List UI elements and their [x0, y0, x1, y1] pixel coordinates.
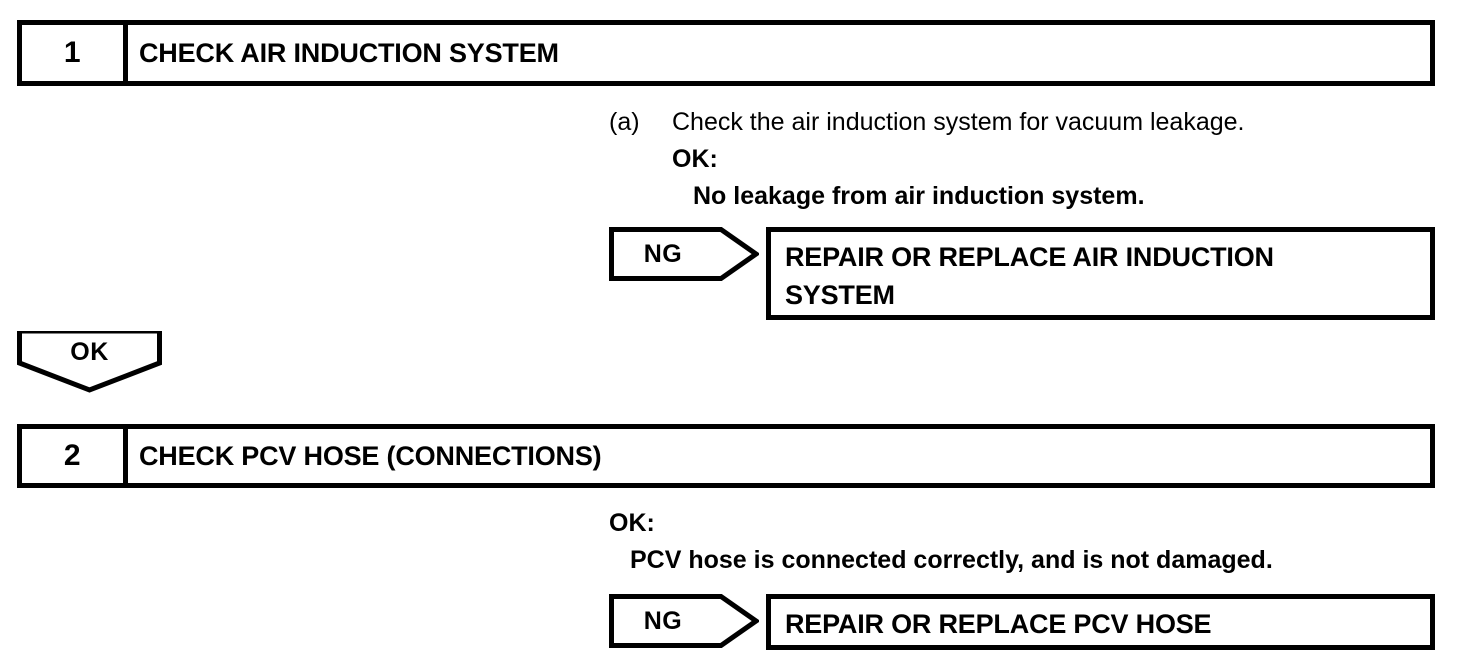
ok-connector-label: OK — [70, 337, 109, 366]
step-1-ok-criteria: No leakage from air induction system. — [693, 182, 1145, 210]
step-1-instruction-text: Check the air induction system for vacuu… — [672, 108, 1245, 136]
step-header-1: 1 CHECK AIR INDUCTION SYSTEM — [17, 20, 1435, 86]
result-box-1: REPAIR OR REPLACE AIR INDUCTION SYSTEM — [766, 227, 1435, 320]
step-header-2: 2 CHECK PCV HOSE (CONNECTIONS) — [17, 424, 1435, 488]
step-body-2: OK: PCV hose is connected correctly, and… — [609, 505, 1273, 579]
ok-connector-arrow: OK — [17, 331, 162, 393]
result-box-2: REPAIR OR REPLACE PCV HOSE — [766, 594, 1435, 650]
step-2-ok-label: OK: — [609, 509, 655, 537]
result-box-1-line-2: SYSTEM — [785, 280, 895, 310]
step-1-item-marker: (a) — [609, 108, 640, 136]
step-2-ok-criteria: PCV hose is connected correctly, and is … — [630, 546, 1273, 574]
step-1-instruction-line: (a) Check the air induction system for va… — [609, 104, 1245, 141]
ng-arrow-1-shape — [609, 227, 759, 281]
step-1-ok-label: OK: — [672, 145, 718, 173]
step-body-1: (a) Check the air induction system for va… — [609, 104, 1245, 215]
ng-arrow-1-label: NG — [643, 239, 683, 268]
result-box-2-line-1: REPAIR OR REPLACE PCV HOSE — [785, 609, 1212, 639]
step-title-2: CHECK PCV HOSE (CONNECTIONS) — [139, 440, 602, 471]
step-number-2: 2 — [22, 429, 128, 483]
ng-arrow-2-shape — [609, 594, 759, 648]
ng-arrow-2-label: NG — [643, 606, 683, 635]
ok-connector-shape — [17, 331, 162, 393]
step-number-1: 1 — [22, 25, 128, 81]
ng-arrow-1: NG — [609, 227, 759, 281]
step-title-1: CHECK AIR INDUCTION SYSTEM — [139, 37, 559, 68]
result-box-1-line-1: REPAIR OR REPLACE AIR INDUCTION — [785, 242, 1274, 272]
ng-arrow-2: NG — [609, 594, 759, 648]
